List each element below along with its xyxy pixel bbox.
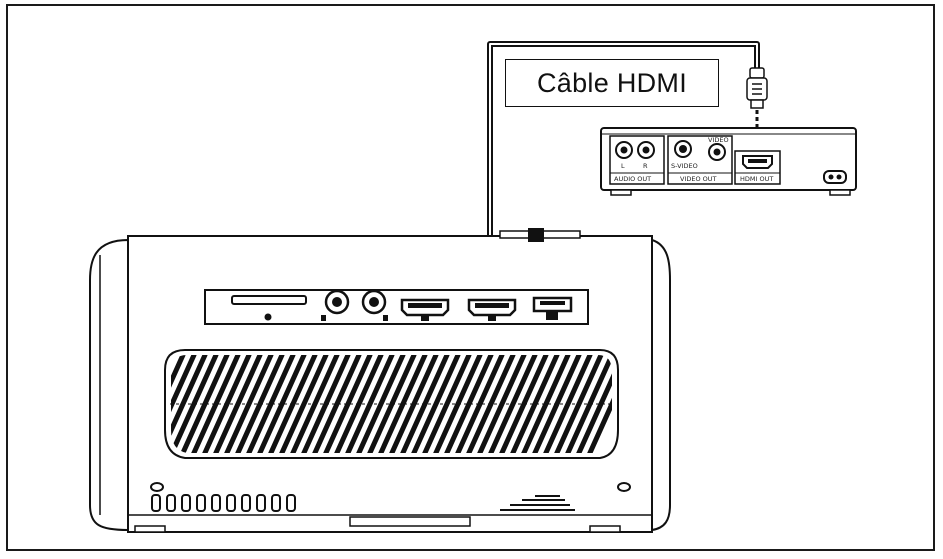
- grille-slat: [564, 355, 612, 453]
- grille-slat: [245, 355, 296, 453]
- grille-slat: [300, 355, 351, 453]
- grille-slat: [223, 355, 274, 453]
- vent-slot: [256, 494, 266, 512]
- grille-slat: [355, 355, 406, 453]
- grille-slat: [443, 355, 494, 453]
- grille-slat: [234, 355, 285, 453]
- source-device: L R AUDIO OUT S-VIDEO VIDEO VIDEO OUT HD…: [600, 127, 857, 196]
- grille-slat: [399, 355, 450, 453]
- grille-slat: [542, 355, 593, 453]
- grille-slat: [388, 355, 439, 453]
- audio-out-label: AUDIO OUT: [614, 175, 651, 183]
- grille-slat: [476, 355, 527, 453]
- grille-slat: [586, 355, 612, 453]
- vent-slot: [286, 494, 296, 512]
- grille-slat: [278, 355, 329, 453]
- vent-slot: [211, 494, 221, 512]
- grille-slat: [171, 355, 186, 453]
- video-out-label: VIDEO OUT: [680, 175, 717, 183]
- grille-slat: [311, 355, 362, 453]
- grille-slat: [256, 355, 307, 453]
- grille-slat: [575, 355, 612, 453]
- grille-slat: [322, 355, 373, 453]
- video-label: VIDEO: [708, 136, 729, 144]
- svideo-label: S-VIDEO: [671, 162, 698, 170]
- grille-slat: [190, 355, 241, 453]
- vent-slot: [196, 494, 206, 512]
- hdmi-out-label: HDMI OUT: [740, 175, 773, 183]
- grille-slat: [212, 355, 263, 453]
- grille-slat: [179, 355, 230, 453]
- hdmi-cable: [487, 41, 760, 240]
- grille-slat: [421, 355, 472, 453]
- vent-slots: [151, 494, 296, 512]
- grille-slat: [333, 355, 384, 453]
- audio-r-label: R: [643, 162, 648, 170]
- grille-slat: [377, 355, 428, 453]
- hdmi-plug-top: [746, 67, 768, 109]
- projector-port-panel: [204, 289, 589, 325]
- grille-slat: [201, 355, 252, 453]
- grille-slat: [531, 355, 582, 453]
- vent-slot: [151, 494, 161, 512]
- projector: [89, 228, 671, 533]
- grille-slat: [344, 355, 395, 453]
- card-slot: [231, 295, 307, 305]
- audio-out-panel: L R AUDIO OUT: [609, 135, 665, 185]
- vent-slot: [241, 494, 251, 512]
- grille-slat: [520, 355, 571, 453]
- grille-slat: [289, 355, 340, 453]
- grille-slat: [487, 355, 538, 453]
- video-out-panel: S-VIDEO VIDEO VIDEO OUT: [667, 135, 733, 185]
- grille-slat: [171, 355, 197, 453]
- grille-slat: [267, 355, 318, 453]
- vent-slot: [226, 494, 236, 512]
- grille-slat: [366, 355, 417, 453]
- vent-slot: [181, 494, 191, 512]
- grille-slat: [171, 355, 208, 453]
- audio-l-label: L: [621, 162, 625, 170]
- grille-slat: [553, 355, 604, 453]
- grille-slat: [509, 355, 560, 453]
- hdmi-out-panel: HDMI OUT: [734, 150, 781, 185]
- cable-label: Câble HDMI: [505, 59, 719, 107]
- vent-slot: [271, 494, 281, 512]
- power-socket-icon: [823, 170, 847, 184]
- grille-slat: [454, 355, 505, 453]
- grille-slat: [432, 355, 483, 453]
- grille-slat: [171, 355, 219, 453]
- vent-slot: [166, 494, 176, 512]
- speaker-grille: [164, 349, 619, 459]
- grille-slat: [465, 355, 516, 453]
- grille-slat: [410, 355, 461, 453]
- grille-slat: [498, 355, 549, 453]
